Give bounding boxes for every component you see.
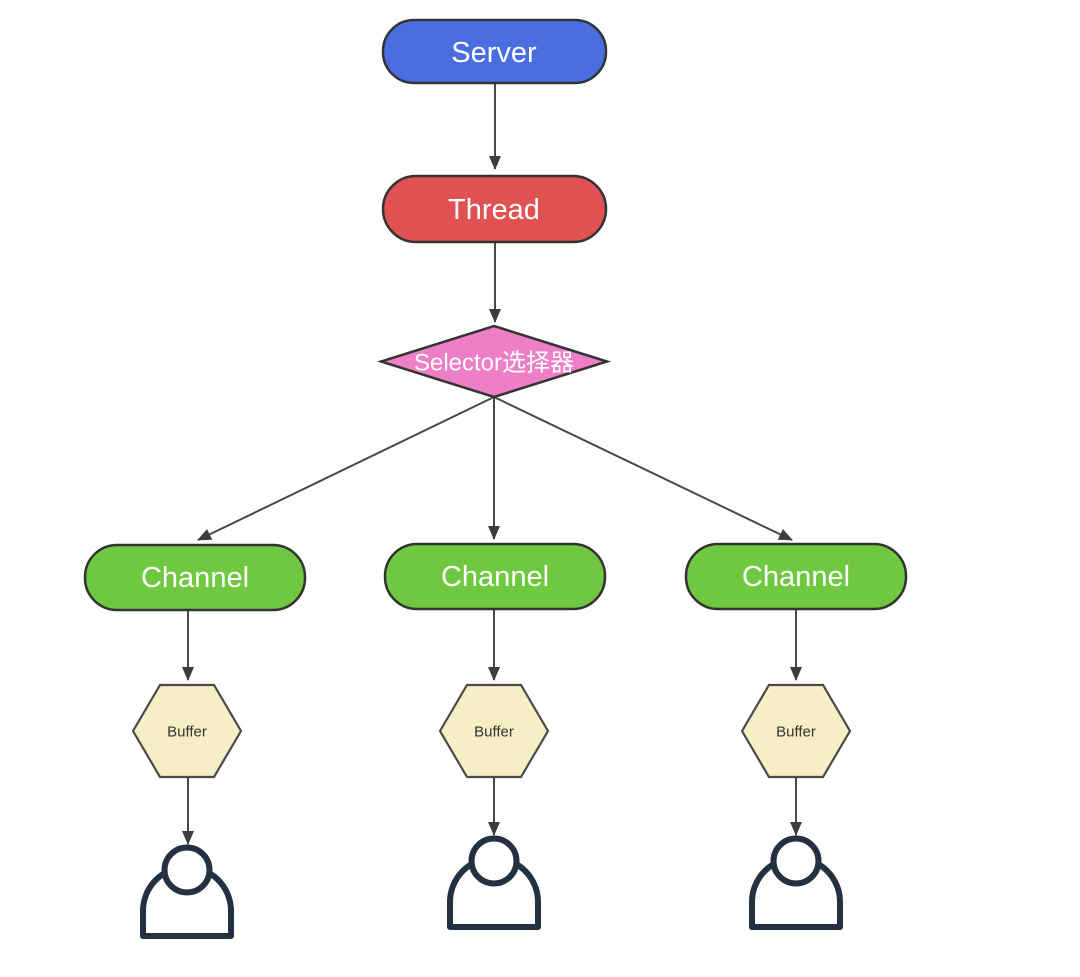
selector-shape <box>376 324 612 399</box>
person-icon <box>749 835 843 930</box>
channel-1-label: Channel <box>141 562 249 594</box>
thread-label: Thread <box>448 194 540 226</box>
server-label: Server <box>451 37 537 69</box>
channel-1-shape <box>83 543 307 612</box>
person-1-head <box>161 844 213 896</box>
selector-label: Selector选择器 <box>414 350 574 377</box>
channel-2-shape <box>383 542 607 611</box>
edges <box>182 84 802 845</box>
node-buffer-2: Buffer <box>438 683 550 779</box>
node-buffer-1: Buffer <box>131 683 243 779</box>
buffer-2-shape <box>438 683 550 779</box>
thread-shape <box>381 174 608 244</box>
node-buffer-3: Buffer <box>740 683 852 779</box>
edge-selector-channel-1 <box>197 396 495 541</box>
node-thread: Thread <box>381 174 608 244</box>
channel-3-label: Channel <box>742 561 850 593</box>
buffer-1-label: Buffer <box>167 724 207 741</box>
node-channel-1: Channel <box>83 543 307 612</box>
node-channel-2: Channel <box>383 542 607 611</box>
edge-selector-channel-3 <box>493 396 793 541</box>
node-server: Server <box>381 18 608 85</box>
buffer-3-label: Buffer <box>776 724 816 741</box>
buffer-2-label: Buffer <box>474 724 514 741</box>
node-channel-3: Channel <box>684 542 908 611</box>
person-2-head <box>468 835 520 887</box>
person-icon <box>447 835 541 930</box>
buffer-3-shape <box>740 683 852 779</box>
buffer-1-shape <box>131 683 243 779</box>
node-selector: Selector选择器 <box>376 324 612 399</box>
server-shape <box>381 18 608 85</box>
channel-3-shape <box>684 542 908 611</box>
person-3-head <box>770 835 822 887</box>
person-icon <box>140 844 234 939</box>
channel-2-label: Channel <box>441 561 549 593</box>
